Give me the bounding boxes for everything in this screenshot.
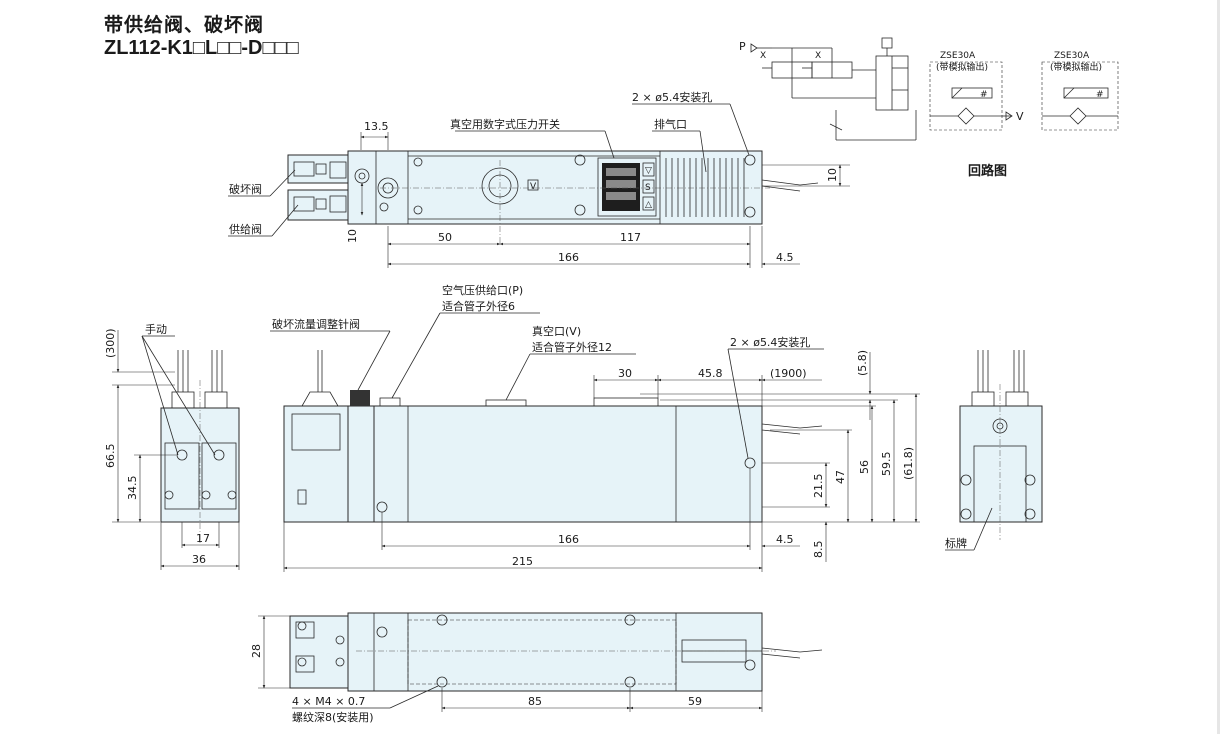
circuit-diagram: P X X ZSE30A (带模拟输出) #	[739, 37, 1119, 179]
dim-1900: (1900)	[770, 367, 807, 380]
end-view-left: (300) 66.5 34.5 17 36 手动	[104, 322, 240, 570]
dim-47: 47	[834, 470, 847, 484]
end-view-right: 标牌	[945, 350, 1043, 551]
dim-66-5: 66.5	[104, 444, 117, 469]
needle-valve-knob	[350, 390, 370, 406]
circuit-p-label: P	[739, 40, 746, 53]
circuit-x1: X	[760, 51, 766, 61]
dim-300: (300)	[104, 328, 117, 358]
dim-45-8: 45.8	[698, 367, 723, 380]
mount-hole	[744, 206, 756, 218]
circuit-sw1-note: (带模拟输出)	[936, 61, 988, 73]
dim-117: 117	[620, 231, 641, 244]
thread-depth: 螺纹深8(安装用)	[292, 710, 374, 724]
air-port-tube: 适合管子外径6	[442, 299, 515, 313]
break-valve-body	[287, 154, 349, 184]
dim-59: 59	[688, 695, 702, 708]
circuit-v-label: V	[1016, 110, 1024, 123]
circuit-sw1-name: ZSE30A	[940, 51, 976, 61]
bottom-view: 28 85 59 4 × M4 × 0.7 螺纹深8(安装用)	[250, 612, 823, 724]
key-up-icon: △	[645, 200, 652, 210]
key-down-icon: ▽	[645, 166, 652, 176]
dim-85: 85	[528, 695, 542, 708]
dim-28: 28	[250, 644, 263, 658]
ejector-body-bottom	[347, 612, 763, 692]
v-marker: V	[530, 182, 537, 192]
side-view: 破坏流量调整针阀 空气压供给口(P) 适合管子外径6 真空口(V) 适合管子外径…	[270, 283, 920, 572]
circuit-sw2-note: (带模拟输出)	[1050, 61, 1102, 73]
dim-34-5: 34.5	[126, 476, 139, 501]
dim-50: 50	[438, 231, 452, 244]
page-edge	[1217, 0, 1220, 734]
switch-label: 真空用数字式压力开关	[450, 117, 560, 131]
vac-port-label: 真空口(V)	[532, 324, 581, 338]
dim-166: 166	[558, 251, 579, 264]
dim-4-5-top: 4.5	[776, 251, 794, 264]
air-port-label: 空气压供给口(P)	[442, 283, 523, 297]
hole-label-side: 2 × ø5.4安装孔	[730, 335, 810, 349]
circuit-sw2-name: ZSE30A	[1054, 51, 1090, 61]
hole-label-top: 2 × ø5.4安装孔	[632, 90, 712, 104]
supply-valve-label: 供给阀	[229, 222, 262, 236]
dim-36: 36	[192, 553, 206, 566]
dim-30: 30	[618, 367, 632, 380]
vac-port-tube: 适合管子外径12	[532, 340, 612, 354]
page-title: 带供给阀、破坏阀	[104, 14, 265, 36]
dim-8-5: 8.5	[812, 541, 825, 559]
dim-10-left: 10	[346, 229, 359, 243]
thread-label: 4 × M4 × 0.7	[292, 695, 365, 708]
ejector-body-top	[347, 150, 763, 225]
dim-166-side: 166	[558, 533, 579, 546]
dim-215: 215	[512, 555, 533, 568]
model-number: ZL112-K1□L□□-D□□□	[104, 37, 299, 59]
dim-10-right: 10	[826, 168, 839, 182]
manual-label: 手动	[145, 322, 167, 336]
dim-4-5-side: 4.5	[776, 533, 794, 546]
dim-56: 56	[858, 460, 871, 474]
top-view: ▽ S △ V 13.5 10 50 117 166 4.5 10	[228, 90, 850, 268]
dim-13-5: 13.5	[364, 120, 389, 133]
dim-5-8: (5.8)	[856, 350, 869, 376]
dim-61-8: (61.8)	[902, 447, 915, 480]
ejector-body-side	[373, 405, 763, 523]
plate-label: 标牌	[945, 536, 967, 550]
circuit-x2: X	[815, 51, 821, 61]
circuit-hash-1: #	[980, 90, 988, 100]
dim-59-5: 59.5	[880, 452, 893, 477]
circuit-caption: 回路图	[968, 163, 1007, 179]
supply-valve-body	[287, 189, 349, 221]
dim-17: 17	[196, 532, 210, 545]
exhaust-label: 排气口	[654, 117, 687, 131]
needle-label: 破坏流量调整针阀	[272, 317, 360, 331]
break-valve-label: 破坏阀	[229, 182, 262, 196]
dim-21-5: 21.5	[812, 474, 825, 499]
circuit-hash-2: #	[1096, 90, 1104, 100]
mount-hole	[744, 154, 756, 166]
